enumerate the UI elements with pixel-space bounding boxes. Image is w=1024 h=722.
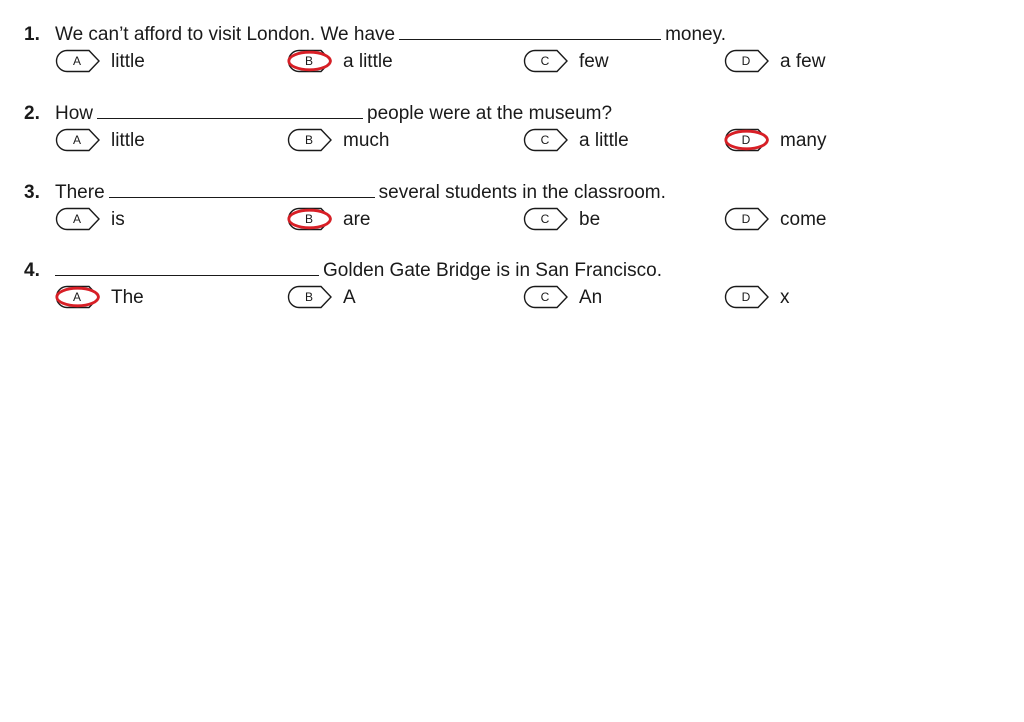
answer-circle-mark (55, 286, 100, 308)
question-text-before: We can’t afford to visit London. We have (55, 24, 396, 45)
question-number: 1. (24, 24, 40, 45)
option-text: little (111, 51, 145, 72)
option-letter: B (304, 212, 313, 226)
answer-bubble[interactable]: D (724, 285, 774, 309)
question-text-after: Golden Gate Bridge is in San Francisco. (323, 260, 663, 281)
option-letter: D (741, 133, 751, 147)
answer-bubble[interactable]: A (55, 128, 105, 152)
question-text: We can’t afford to visit London. We have… (55, 23, 726, 47)
option-text: little (111, 130, 145, 151)
question-1: 1. We can’t afford to visit London. We h… (0, 23, 1024, 93)
answer-blank (399, 24, 662, 40)
answer-options: A is B are C be (0, 206, 1024, 236)
option-letter: A (72, 290, 81, 304)
question-text-before: There (55, 182, 105, 203)
answer-bubble[interactable]: C (523, 128, 573, 152)
question-number: 4. (24, 260, 40, 281)
answer-blank (55, 260, 319, 276)
option-letter: C (540, 290, 550, 304)
option-text: is (111, 209, 125, 230)
option-text: many (780, 130, 827, 151)
option-letter: B (304, 133, 313, 147)
option-text: be (579, 209, 601, 230)
question-text: Golden Gate Bridge is in San Francisco. (55, 259, 662, 283)
answer-bubble[interactable]: C (523, 285, 573, 309)
option-letter: B (304, 290, 313, 304)
answer-bubble[interactable]: A (55, 207, 105, 231)
option-text: An (579, 287, 603, 308)
option-letter: A (72, 133, 81, 147)
question-text-before: How (55, 103, 94, 124)
option-text: are (343, 209, 371, 230)
question-4: 4. Golden Gate Bridge is in San Francisc… (0, 259, 1024, 329)
answer-blank (97, 103, 364, 119)
answer-options: A little B a little C few (0, 48, 1024, 78)
answer-circle-mark (287, 208, 332, 230)
question-text-after: people were at the museum? (367, 103, 613, 124)
answer-bubble[interactable]: D (724, 207, 774, 231)
question-3: 3. There several students in the classroo… (0, 181, 1024, 251)
question-number: 3. (24, 182, 40, 203)
question-text-after: several students in the classroom. (378, 182, 666, 203)
answer-bubble[interactable]: B (287, 285, 337, 309)
answer-bubble[interactable]: D (724, 128, 774, 152)
option-letter: C (540, 54, 550, 68)
answer-bubble[interactable]: C (523, 207, 573, 231)
answer-bubble[interactable]: B (287, 49, 337, 73)
option-letter: D (741, 212, 751, 226)
option-text: come (780, 209, 827, 230)
option-letter: D (741, 54, 751, 68)
question-text: There several students in the classroom. (55, 181, 666, 205)
answer-options: A little B much C a little (0, 127, 1024, 157)
option-text: A (343, 287, 356, 308)
question-text: How people were at the museum? (55, 102, 612, 126)
answer-blank (108, 182, 375, 198)
answer-bubble[interactable]: A (55, 49, 105, 73)
option-text: x (780, 287, 790, 308)
option-text: much (343, 130, 390, 151)
option-letter: A (72, 212, 81, 226)
option-text: few (579, 51, 609, 72)
option-letter: C (540, 133, 550, 147)
option-text: a little (579, 130, 629, 151)
option-text: The (111, 287, 144, 308)
answer-bubble[interactable]: A (55, 285, 105, 309)
answer-circle-mark (287, 50, 332, 72)
answer-bubble[interactable]: C (523, 49, 573, 73)
option-text: a little (343, 51, 393, 72)
question-2: 2. How people were at the museum? A littl… (0, 102, 1024, 172)
answer-bubble[interactable]: B (287, 128, 337, 152)
question-number: 2. (24, 103, 40, 124)
option-letter: A (72, 54, 81, 68)
answer-options: A The B A C An (0, 284, 1024, 314)
option-letter: C (540, 212, 550, 226)
answer-bubble[interactable]: B (287, 207, 337, 231)
option-letter: D (741, 290, 751, 304)
option-text: a few (780, 51, 826, 72)
answer-bubble[interactable]: D (724, 49, 774, 73)
option-letter: B (304, 54, 313, 68)
question-text-after: money. (665, 24, 726, 45)
answer-circle-mark (724, 129, 769, 151)
